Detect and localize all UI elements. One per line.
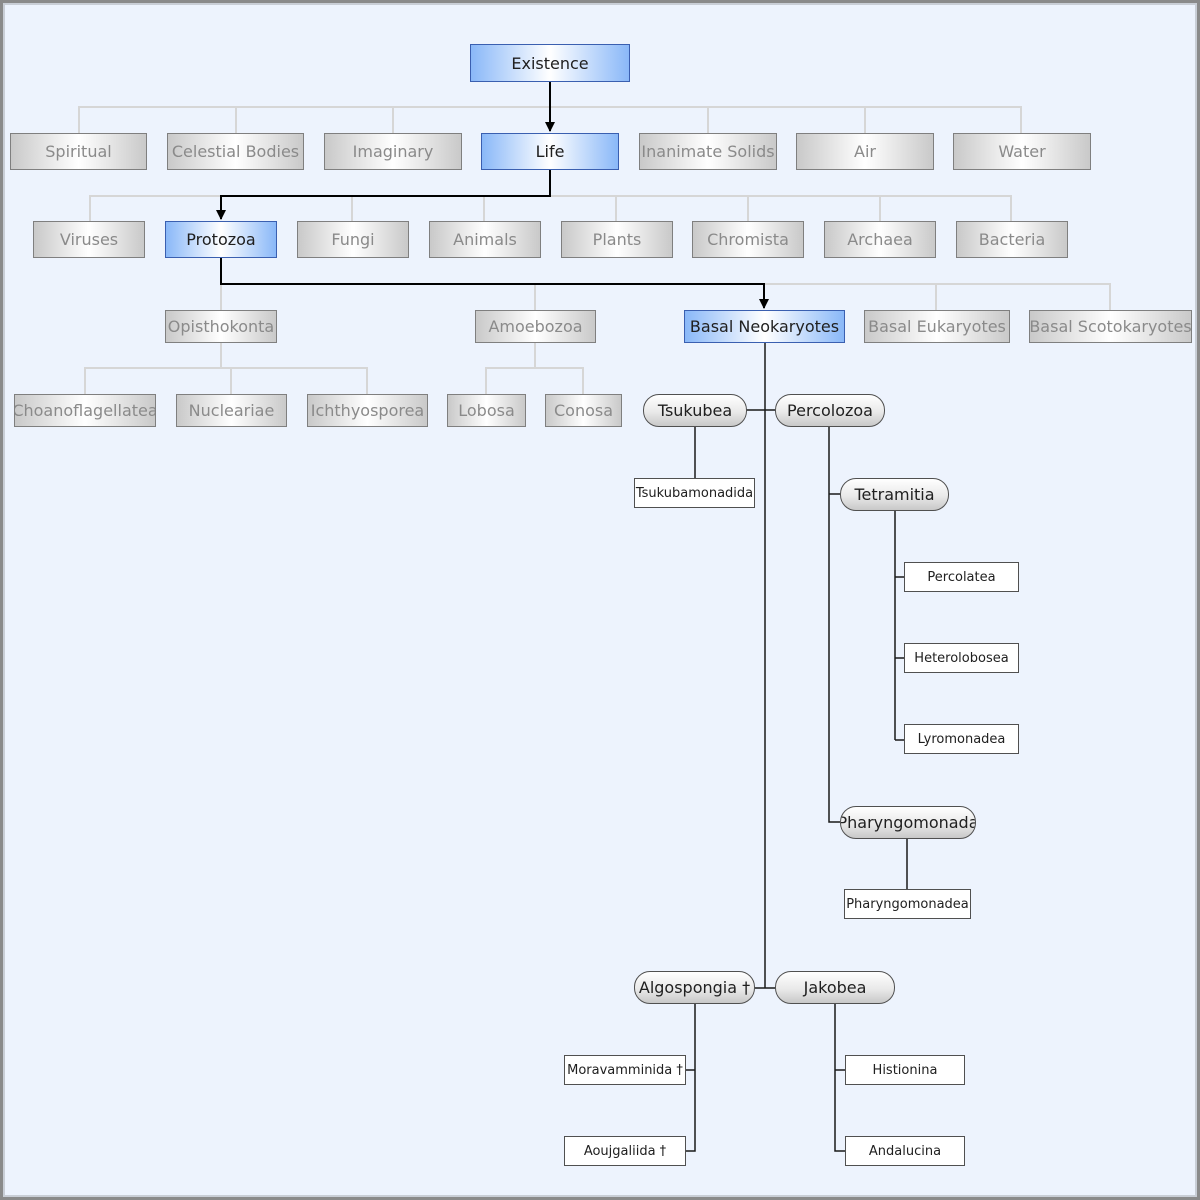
node-pharyngomonadea[interactable]: Pharyngomonadea [844,889,971,919]
node-ichthyosporea[interactable]: Ichthyosporea [307,394,428,427]
node-plants[interactable]: Plants [561,221,673,258]
node-conosa[interactable]: Conosa [545,394,622,427]
diagram-inner-border [3,3,1197,1197]
node-protozoa[interactable]: Protozoa [165,221,277,258]
neokaryote-tree-lines [686,343,908,1152]
node-fungi[interactable]: Fungi [297,221,409,258]
node-chromista[interactable]: Chromista [692,221,804,258]
node-percolatea[interactable]: Percolatea [904,562,1019,592]
node-water[interactable]: Water [953,133,1091,170]
node-basal-neokaryotes[interactable]: Basal Neokaryotes [684,310,845,343]
node-andalucina[interactable]: Andalucina [845,1136,965,1166]
life-connectors [89,195,1012,221]
node-lobosa[interactable]: Lobosa [447,394,526,427]
node-bacteria[interactable]: Bacteria [956,221,1068,258]
node-amoebozoa[interactable]: Amoebozoa [475,310,596,343]
selected-path-connectors [216,82,769,309]
node-tsukubea[interactable]: Tsukubea [643,394,747,427]
node-imaginary[interactable]: Imaginary [324,133,462,170]
node-pharyngomonada[interactable]: Pharyngomonada [840,806,976,839]
node-basal-scotokaryotes[interactable]: Basal Scotokaryotes [1029,310,1192,343]
node-nucleariae[interactable]: Nucleariae [176,394,287,427]
node-archaea[interactable]: Archaea [824,221,936,258]
node-aoujgaliida[interactable]: Aoujgaliida † [564,1136,686,1166]
node-life[interactable]: Life [481,133,619,170]
node-moravamminida[interactable]: Moravamminida † [564,1055,686,1085]
node-tetramitia[interactable]: Tetramitia [840,478,949,511]
node-tsukubamonadida[interactable]: Tsukubamonadida [634,478,755,508]
node-existence[interactable]: Existence [470,44,630,82]
node-histionina[interactable]: Histionina [845,1055,965,1085]
subgroup-connectors [84,343,584,394]
node-inanimate-solids[interactable]: Inanimate Solids [639,133,777,170]
node-choanoflagellatea[interactable]: Choanoflagellatea [14,394,156,427]
node-spiritual[interactable]: Spiritual [10,133,147,170]
node-celestial-bodies[interactable]: Celestial Bodies [167,133,304,170]
node-opisthokonta[interactable]: Opisthokonta [165,310,277,343]
node-percolozoa[interactable]: Percolozoa [775,394,885,427]
node-air[interactable]: Air [796,133,934,170]
node-lyromonadea[interactable]: Lyromonadea [904,724,1019,754]
node-algospongia[interactable]: Algospongia † [634,971,755,1004]
node-viruses[interactable]: Viruses [33,221,145,258]
node-jakobea[interactable]: Jakobea [775,971,895,1004]
node-animals[interactable]: Animals [429,221,541,258]
node-heterolobosea[interactable]: Heterolobosea [904,643,1019,673]
node-basal-eukaryotes[interactable]: Basal Eukaryotes [864,310,1010,343]
